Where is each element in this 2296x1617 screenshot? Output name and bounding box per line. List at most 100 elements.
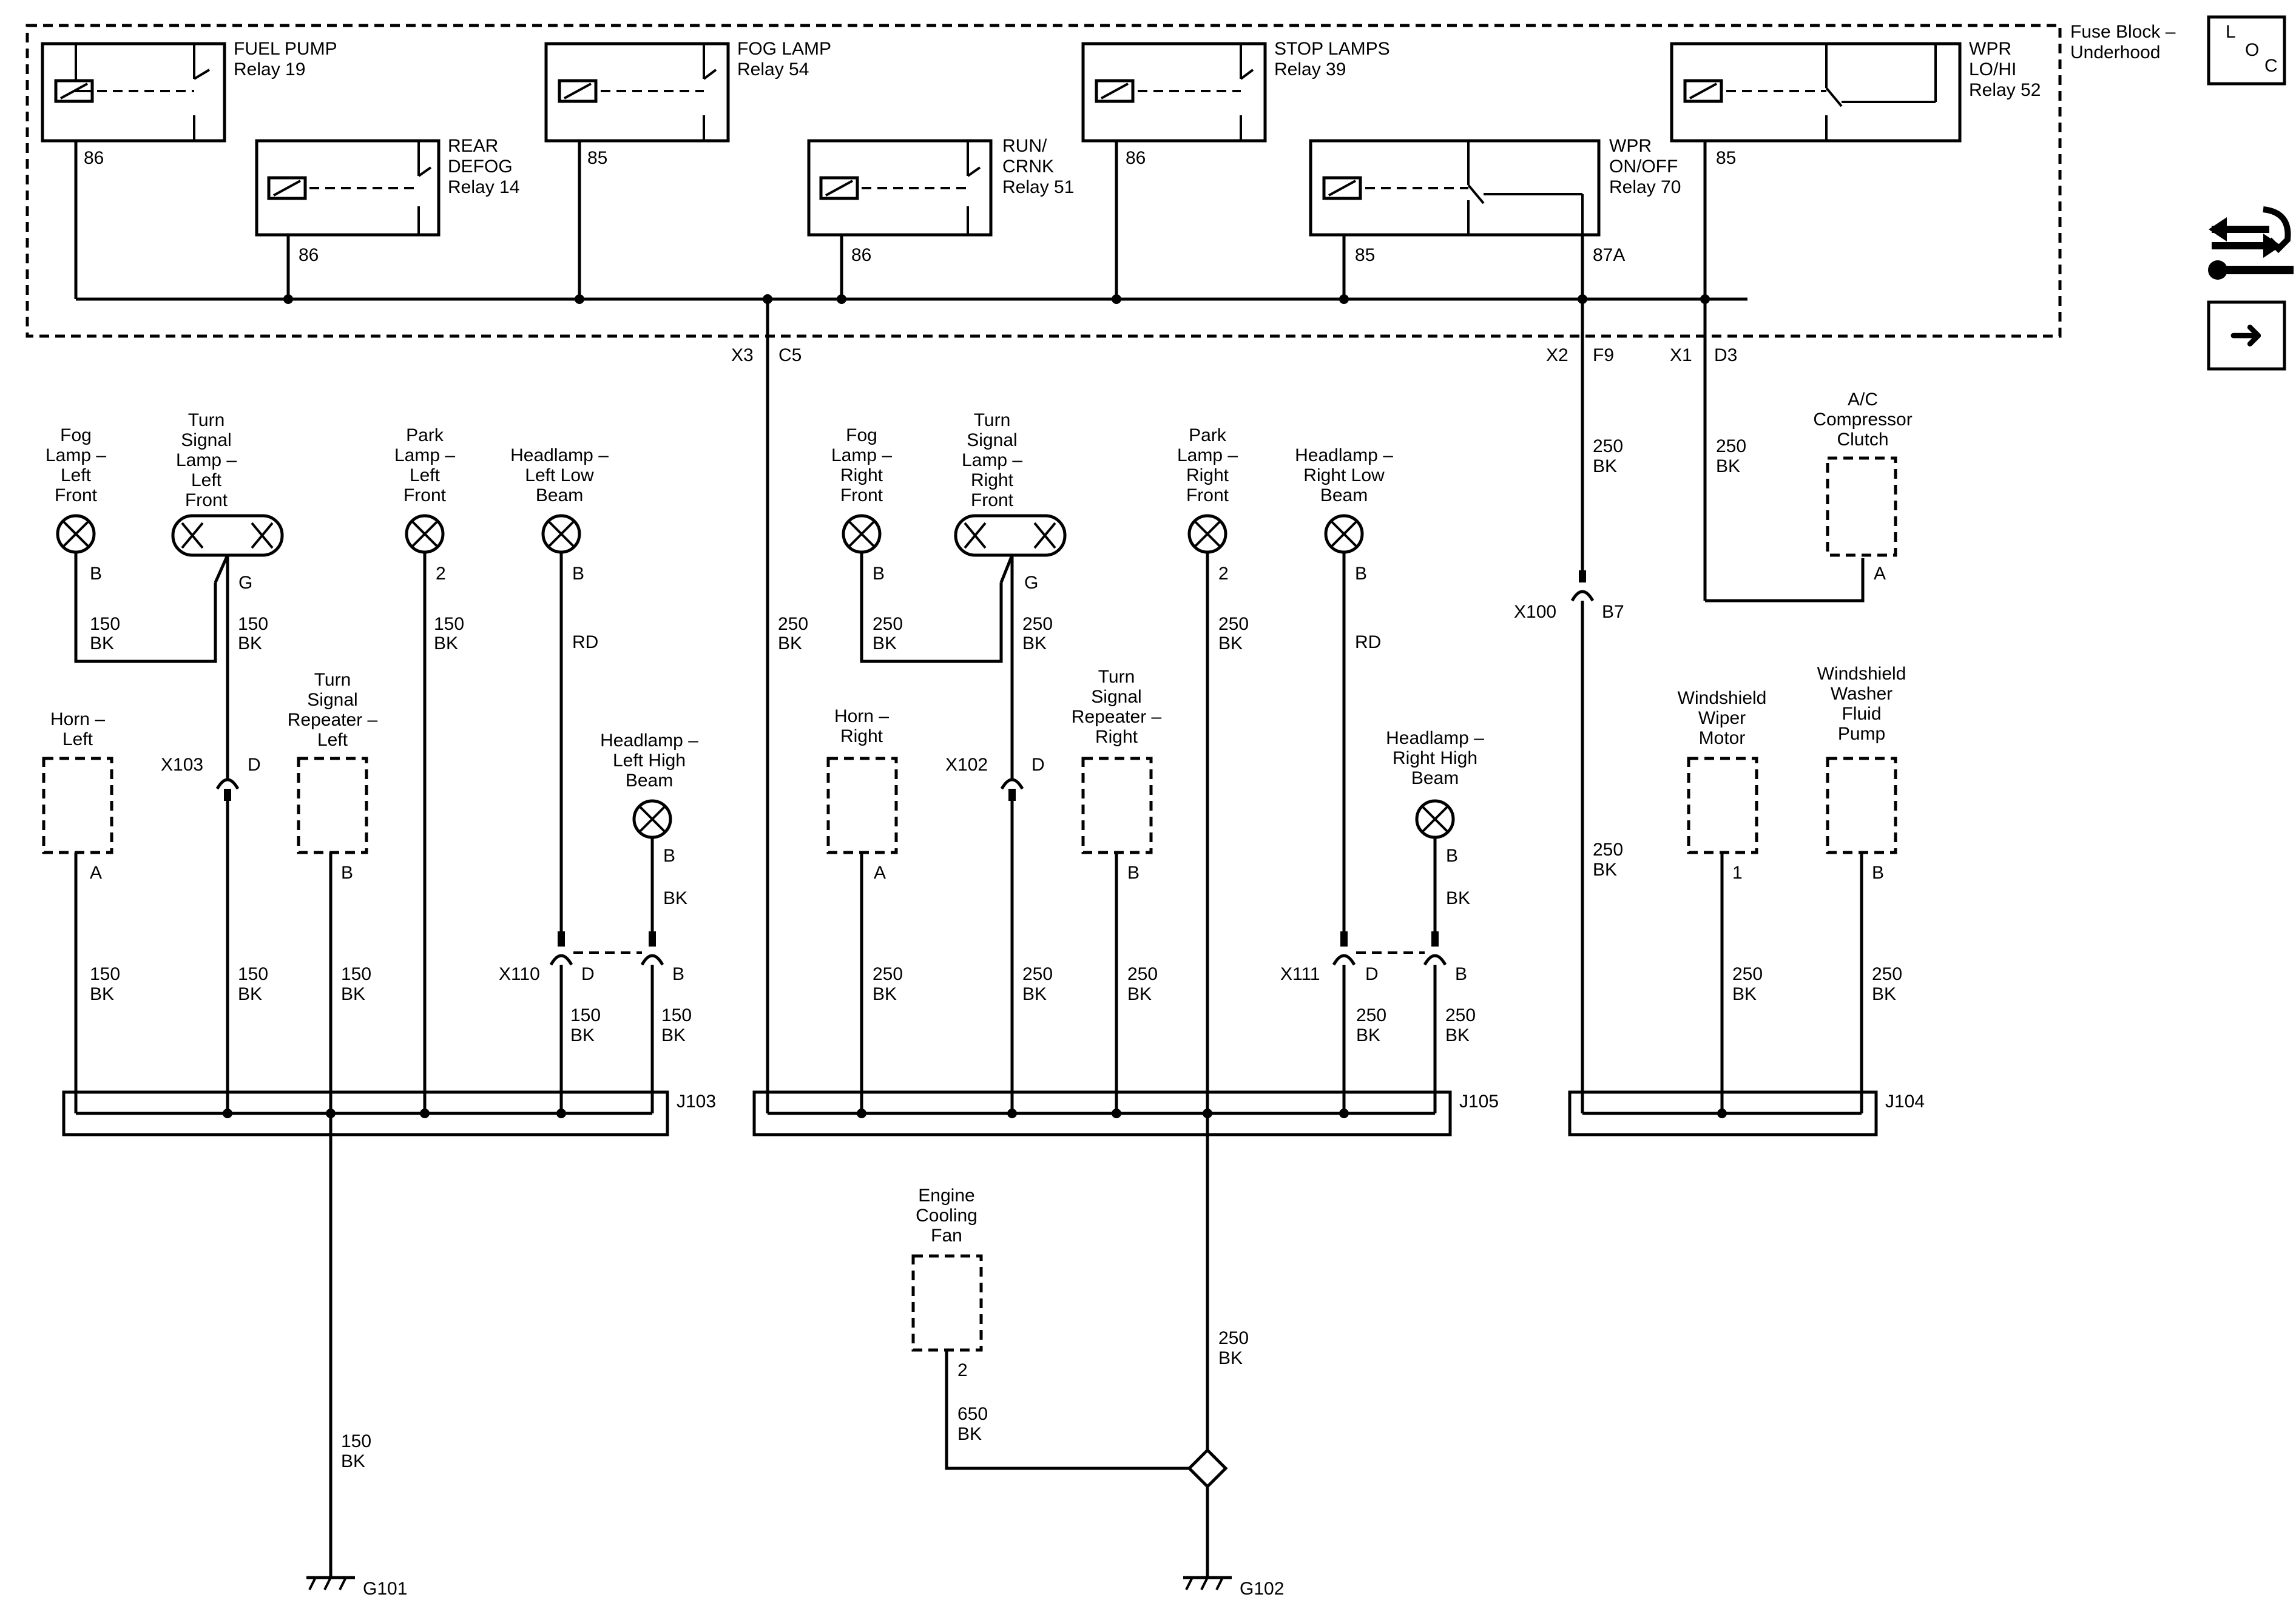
relay-wpr-lohi-pin: 85	[1716, 148, 1736, 168]
svg-text:BK: BK	[1593, 860, 1617, 880]
svg-text:BK: BK	[90, 633, 114, 653]
svg-text:BK: BK	[663, 888, 687, 908]
svg-text:150: 150	[341, 964, 371, 984]
relay-fog-lamp: FOG LAMP Relay 54 85	[544, 39, 831, 304]
connector-f9-label: F9	[1593, 345, 1614, 365]
connector-c5-label: C5	[778, 345, 802, 365]
svg-text:BK: BK	[1356, 1025, 1380, 1045]
svg-text:X103: X103	[161, 755, 203, 775]
svg-text:250: 250	[1127, 964, 1158, 984]
svg-text:B: B	[1127, 863, 1140, 883]
svg-text:B: B	[1872, 863, 1884, 883]
connector-d3-label: D3	[1714, 345, 1737, 365]
svg-text:X110: X110	[499, 964, 540, 984]
horn-left: Horn –Left A 150 BK	[42, 709, 120, 1113]
svg-text:B: B	[90, 564, 102, 584]
relay-wpr-onoff: WPR ON/OFF Relay 70 85 87A	[1309, 136, 1681, 304]
relay-fog-lamp-number: Relay 54	[737, 59, 809, 79]
svg-text:150: 150	[238, 964, 268, 984]
relay-wpr-lohi-name1: WPR	[1969, 39, 2011, 59]
svg-text:B: B	[873, 564, 885, 584]
splice-diamond	[1187, 1448, 1228, 1578]
svg-text:BK: BK	[341, 1451, 365, 1471]
svg-text:250: 250	[1356, 1005, 1386, 1025]
loc-button[interactable]: L O C	[2207, 15, 2286, 86]
svg-text:RD: RD	[572, 632, 598, 652]
svg-text:BK: BK	[873, 633, 897, 653]
fuse-block-label-line1: Fuse Block –	[2070, 22, 2176, 42]
relay-fog-lamp-pin: 85	[587, 148, 607, 168]
svg-text:Horn –Left: Horn –Left	[50, 709, 105, 749]
svg-text:X100: X100	[1514, 602, 1556, 622]
relay-wpr-lohi-number: Relay 52	[1969, 80, 2041, 100]
svg-text:250: 250	[778, 614, 808, 634]
relay-rear-defog-name1: REAR	[448, 136, 498, 156]
connector-swap-icon[interactable]	[2208, 206, 2294, 280]
svg-text:X111: X111	[1280, 964, 1320, 984]
svg-text:BK: BK	[1872, 984, 1896, 1004]
svg-text:A: A	[90, 863, 102, 883]
svg-text:250: 250	[873, 964, 903, 984]
svg-text:J105: J105	[1459, 1092, 1499, 1112]
svg-text:BK: BK	[957, 1424, 982, 1444]
svg-text:G: G	[1024, 573, 1038, 593]
fog-lf-l1: Fog	[60, 425, 92, 445]
svg-text:B7: B7	[1602, 602, 1624, 622]
relay-rear-defog-pin: 86	[299, 245, 319, 265]
svg-text:A: A	[874, 863, 886, 883]
svg-text:BK: BK	[1218, 633, 1243, 653]
svg-text:250: 250	[873, 614, 903, 634]
ground-g101: G101	[306, 1576, 407, 1599]
svg-text:BK: BK	[1593, 456, 1617, 476]
relay-run-crnk-name1: RUN/	[1002, 136, 1047, 156]
next-page-button[interactable]: ➜	[2207, 300, 2286, 371]
svg-text:BK: BK	[873, 984, 897, 1004]
relay-wpr-onoff-name1: WPR	[1609, 136, 1652, 156]
svg-text:BK: BK	[1445, 1025, 1470, 1045]
svg-text:250: 250	[1218, 614, 1249, 634]
relay-wpr-onoff-pin: 85	[1355, 245, 1375, 265]
relay-run-crnk-pin: 86	[851, 245, 871, 265]
svg-text:B: B	[663, 846, 675, 866]
svg-text:2: 2	[957, 1360, 968, 1380]
relay-run-crnk-name2: CRNK	[1002, 157, 1054, 177]
svg-text:G102: G102	[1240, 1579, 1284, 1599]
connector-x1-label: X1	[1670, 345, 1692, 365]
relay-fog-lamp-name: FOG LAMP	[737, 39, 831, 59]
x2-f9-feed: 250 BK X100 B7 250 BK	[1514, 294, 1624, 1113]
relay-rear-defog-number: Relay 14	[448, 177, 519, 197]
svg-text:BK: BK	[1446, 888, 1470, 908]
svg-text:G: G	[238, 573, 252, 593]
loc-l: L	[2226, 22, 2236, 42]
svg-text:150: 150	[238, 614, 268, 634]
relay-stop-lamps: STOP LAMPS Relay 39 86	[1081, 39, 1390, 304]
svg-text:250: 250	[1872, 964, 1902, 984]
svg-text:250: 250	[1218, 1328, 1249, 1348]
splice-pack-j103: J103	[62, 1090, 716, 1136]
svg-text:BK: BK	[1022, 633, 1047, 653]
svg-text:BK: BK	[341, 984, 365, 1004]
ground-g102: G102	[1183, 1576, 1284, 1599]
relay-run-crnk-number: Relay 51	[1002, 177, 1074, 197]
connector-x3-label: X3	[731, 345, 754, 365]
relay-wpr-lohi-name2: LO/HI	[1969, 59, 2016, 79]
